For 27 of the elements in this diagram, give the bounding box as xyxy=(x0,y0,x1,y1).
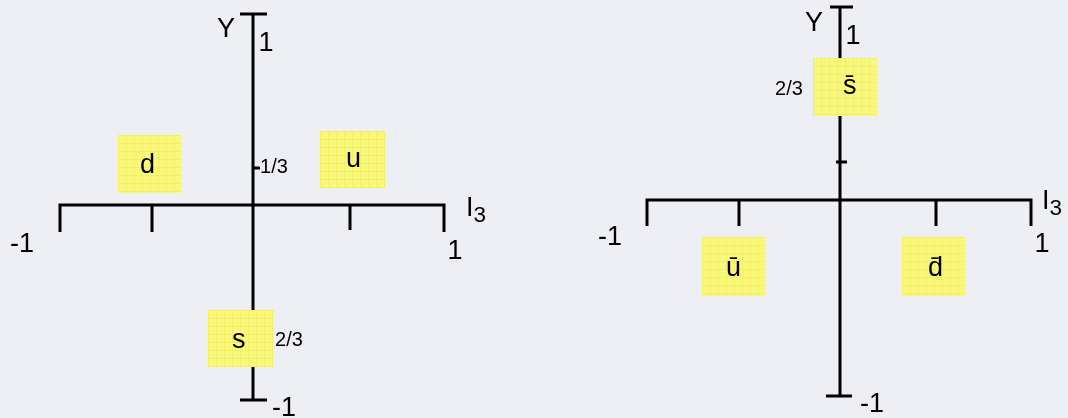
quark-symbol: ū xyxy=(726,254,742,281)
quark-tile xyxy=(902,237,965,296)
tick-label: -1 xyxy=(860,389,884,417)
tick-label: -1 xyxy=(598,222,622,250)
tick-label: 2/3 xyxy=(775,78,803,98)
axis-label: I$_{3}$ xyxy=(466,193,486,227)
tick-label: 1 xyxy=(845,21,861,49)
quark-tile xyxy=(118,135,181,193)
tick-label: 1 xyxy=(258,28,274,56)
axis-label: Y xyxy=(805,8,823,36)
tick-label: 1 xyxy=(1034,229,1050,257)
quark-tile xyxy=(320,131,385,188)
tick-label: -1 xyxy=(272,393,296,418)
quark-symbol: u xyxy=(346,145,362,172)
tick-label: 1/3 xyxy=(260,156,288,176)
quark-tile xyxy=(702,237,765,296)
tick-label: 2/3 xyxy=(275,329,303,349)
axis-label: Y xyxy=(217,14,235,42)
quark-tile xyxy=(208,310,273,367)
quark-symbol: s xyxy=(232,326,246,353)
quark-symbol: s̄ xyxy=(843,72,857,99)
tick-label: -1 xyxy=(10,229,34,257)
quark-tile xyxy=(813,58,877,116)
quark-symbol: d xyxy=(140,151,156,178)
axis-label: I$_{3}$ xyxy=(1042,186,1062,220)
quark-symbol: d̄ xyxy=(928,254,944,281)
tick-label: 1 xyxy=(447,236,463,264)
